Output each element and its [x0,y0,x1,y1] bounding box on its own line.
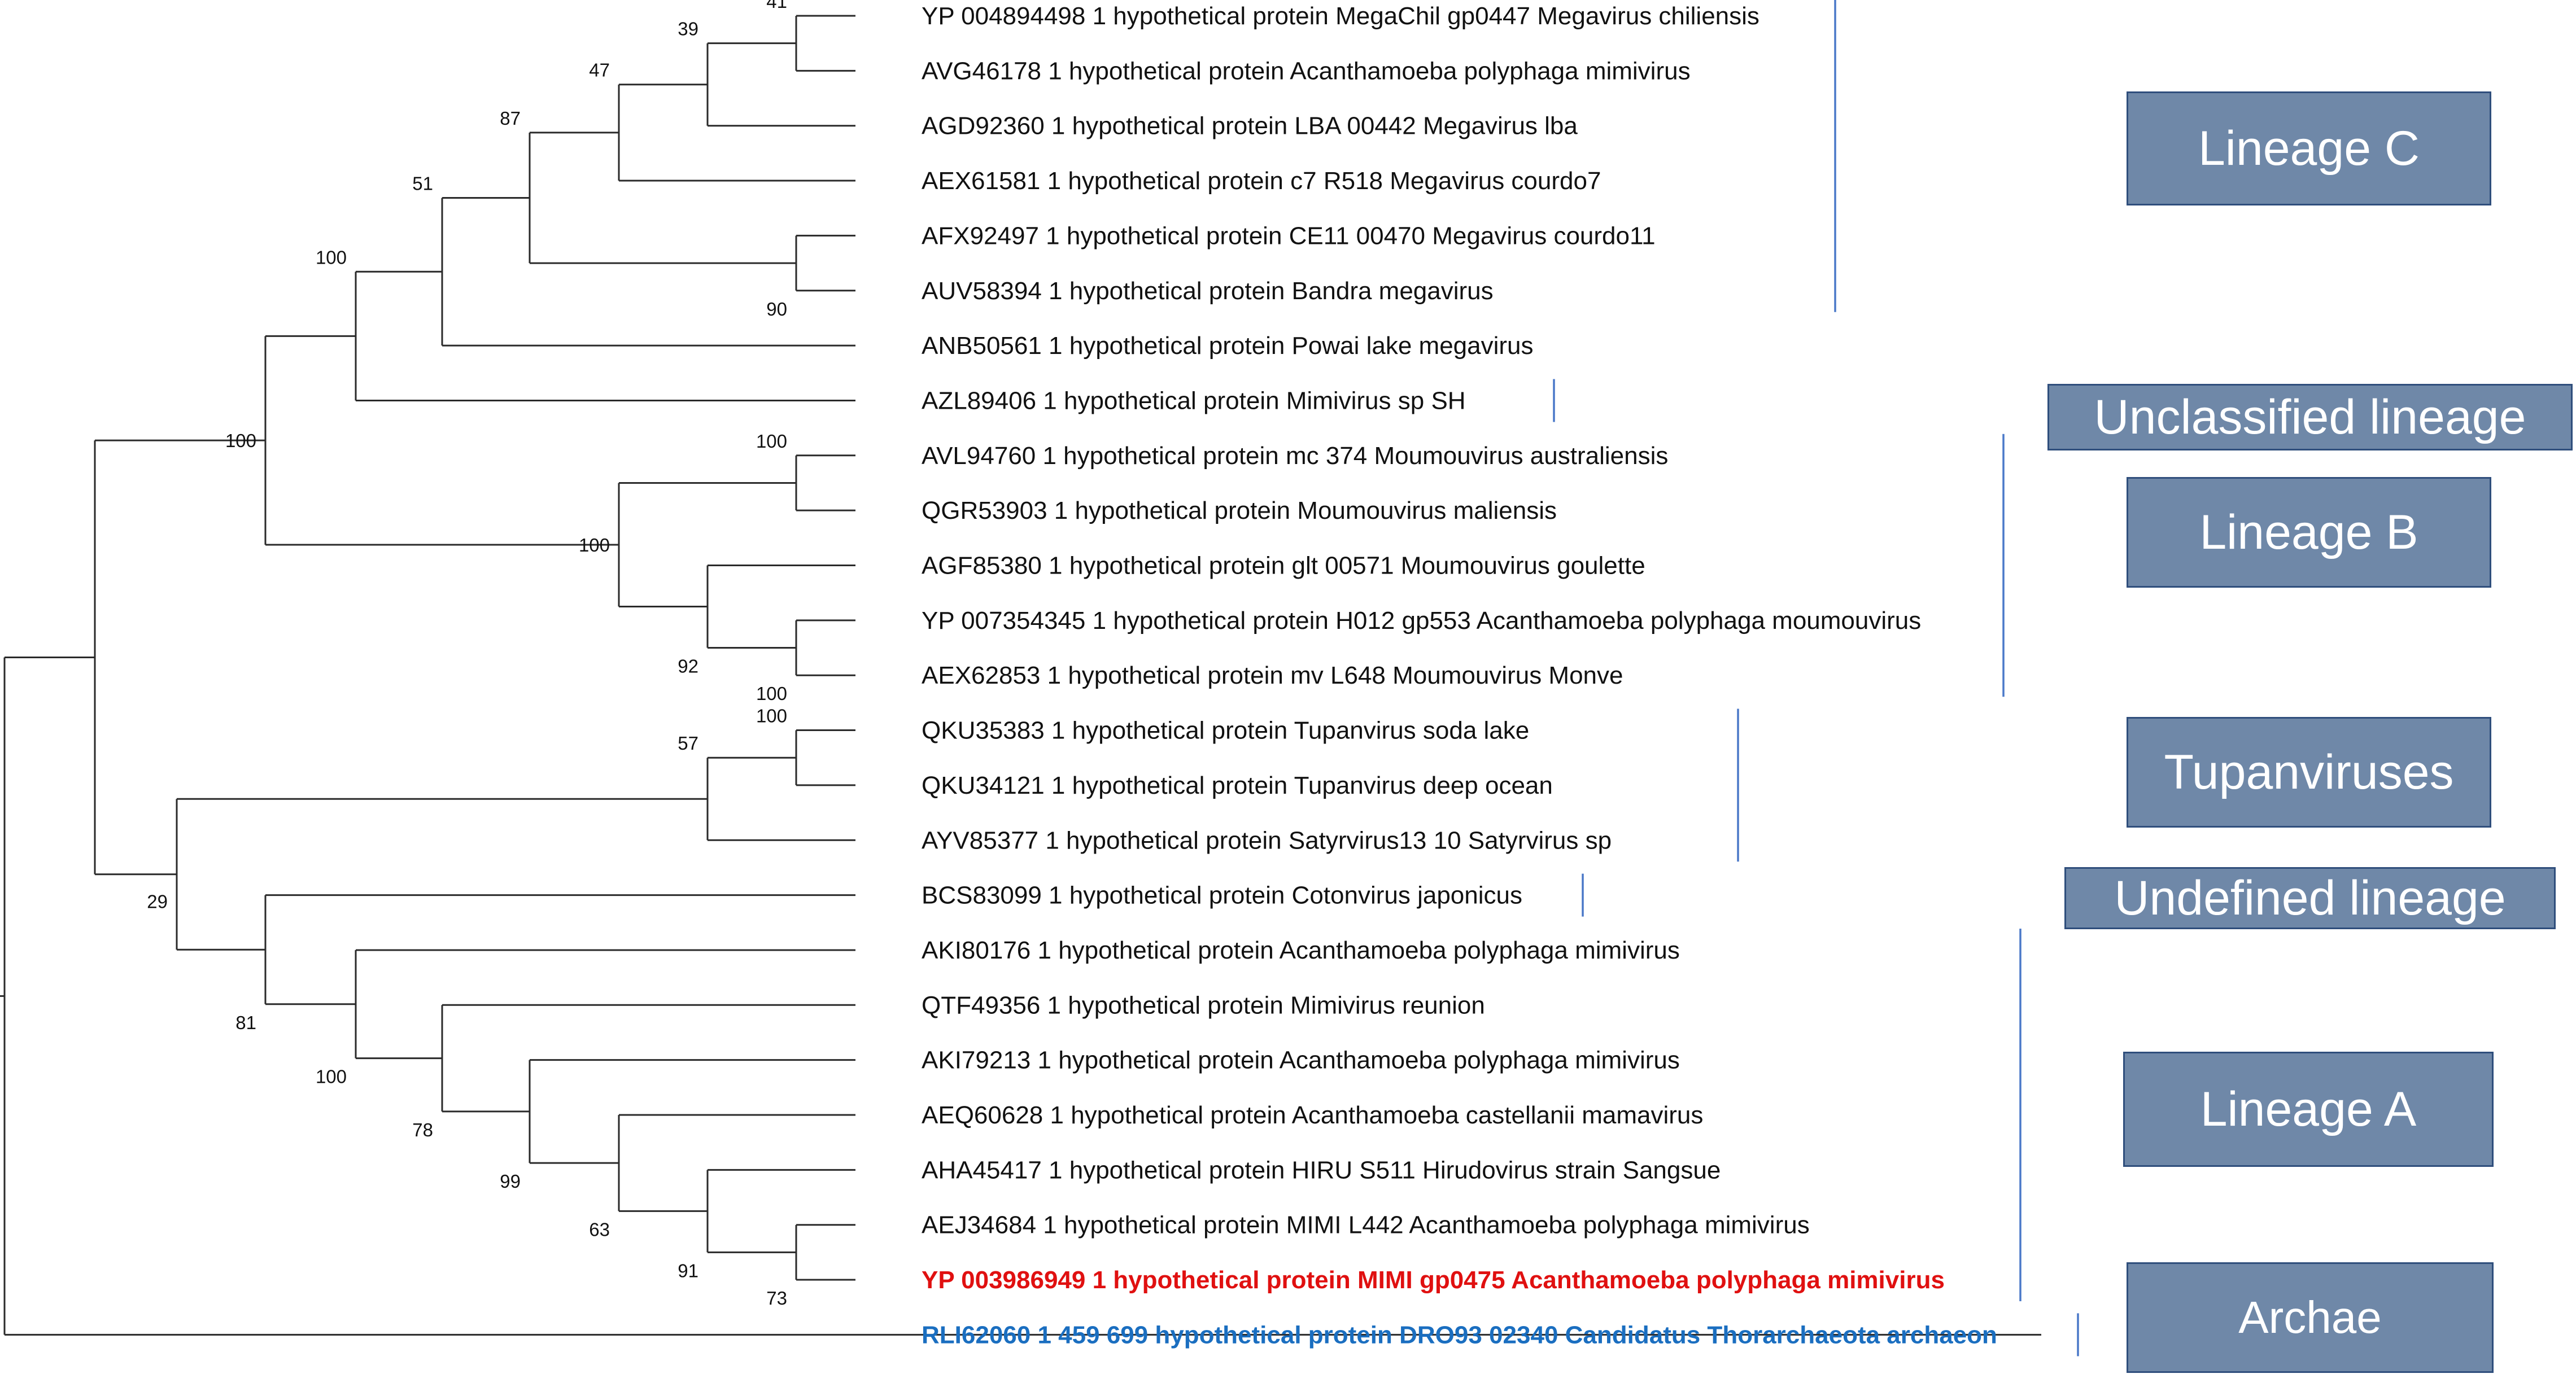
leaf-label: AFX92497 1 hypothetical protein CE11 004… [922,222,1656,250]
leaf-label: AGF85380 1 hypothetical protein glt 0057… [922,552,1645,580]
leaf-label: QTF49356 1 hypothetical protein Mimiviru… [922,991,1485,1019]
bootstrap-value: 91 [678,1260,698,1281]
bootstrap-value: 99 [500,1171,521,1192]
bootstrap-value: 100 [225,430,256,451]
bootstrap-value: 29 [147,891,168,912]
bootstrap-value: 100 [316,247,347,268]
lineage-label-box: Unclassified lineage [2047,384,2573,450]
leaf-label: QGR53903 1 hypothetical protein Moumouvi… [922,497,1557,524]
leaf-label: AVG46178 1 hypothetical protein Acantham… [922,57,1691,85]
tree-branches [0,15,2041,1336]
leaf-label: RLI62060 1 459 699 hypothetical protein … [922,1321,1997,1349]
leaf-label: ANB50561 1 hypothetical protein Powai la… [922,332,1534,360]
bootstrap-value: 78 [412,1119,433,1140]
leaf-label: AEX61581 1 hypothetical protein c7 R518 … [922,167,1601,195]
leaf-label: AEJ34684 1 hypothetical protein MIMI L44… [922,1211,1810,1239]
bootstrap-value: 73 [766,1288,787,1309]
bootstrap-value: 51 [412,173,433,194]
leaf-labels: YP 004894498 1 hypothetical protein Mega… [922,2,1997,1349]
leaf-label: QKU34121 1 hypothetical protein Tupanvir… [922,772,1553,799]
leaf-label: AKI79213 1 hypothetical protein Acantham… [922,1047,1680,1074]
bootstrap-value: 81 [235,1012,256,1033]
bootstrap-value: 100 [756,431,787,452]
bootstrap-value: 47 [589,60,610,81]
lineage-brackets [1553,0,2079,1357]
bootstrap-value: 100 [579,535,610,555]
lineage-label-box: Lineage C [2127,91,2491,205]
bootstrap-value: 87 [500,108,521,129]
leaf-label: AVL94760 1 hypothetical protein mc 374 M… [922,442,1668,470]
leaf-label: YP 004894498 1 hypothetical protein Mega… [922,2,1759,30]
leaf-label: AYV85377 1 hypothetical protein Satyrvir… [922,826,1612,854]
leaf-label: AEX62853 1 hypothetical protein mv L648 … [922,662,1623,689]
bootstrap-value: 39 [678,19,698,40]
leaf-label: YP 007354345 1 hypothetical protein H012… [922,607,1921,635]
bootstrap-value: 100 [316,1066,347,1087]
lineage-label-box: Lineage A [2123,1052,2494,1167]
bootstrap-values: 4139479087511001001009210010010057739163… [147,0,787,1309]
lineage-label-box: Archae [2127,1262,2494,1373]
lineage-label-box: Tupanviruses [2127,717,2491,828]
bootstrap-value: 90 [766,299,787,320]
leaf-label: AUV58394 1 hypothetical protein Bandra m… [922,277,1494,305]
leaf-label: YP 003986949 1 hypothetical protein MIMI… [922,1266,1945,1294]
leaf-label: AKI80176 1 hypothetical protein Acantham… [922,937,1680,964]
bootstrap-value: 41 [766,0,787,12]
bootstrap-value: 100 [756,706,787,727]
bootstrap-value: 92 [678,656,698,677]
leaf-label: AHA45417 1 hypothetical protein HIRU S51… [922,1156,1721,1184]
leaf-label: AZL89406 1 hypothetical protein Mimiviru… [922,387,1466,414]
lineage-label-box: Lineage B [2127,477,2491,588]
bootstrap-value: 57 [678,733,698,754]
leaf-label: AGD92360 1 hypothetical protein LBA 0044… [922,112,1578,140]
leaf-label: BCS83099 1 hypothetical protein Cotonvir… [922,882,1522,909]
leaf-label: AEQ60628 1 hypothetical protein Acantham… [922,1101,1703,1129]
lineage-label-box: Undefined lineage [2064,867,2556,929]
bootstrap-value: 63 [589,1219,610,1240]
bootstrap-value: 100 [756,683,787,704]
leaf-label: QKU35383 1 hypothetical protein Tupanvir… [922,717,1529,745]
